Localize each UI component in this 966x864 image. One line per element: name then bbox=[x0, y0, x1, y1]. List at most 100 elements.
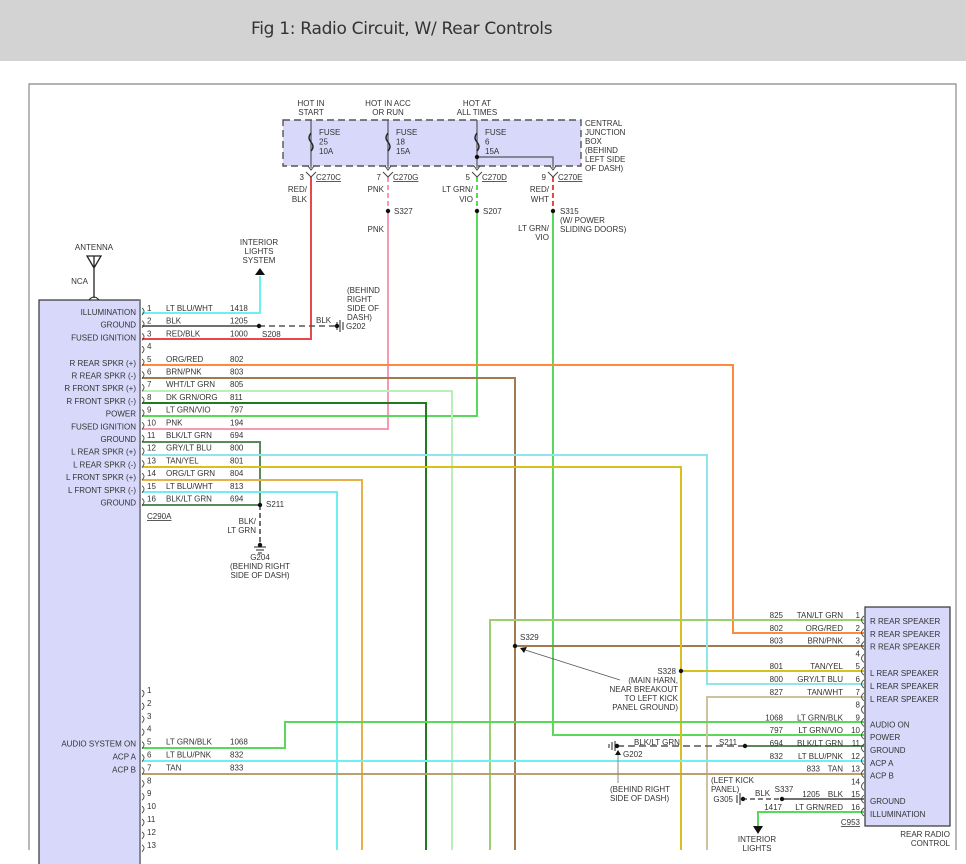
radio-pin-number: 12 bbox=[147, 444, 156, 453]
rear-pin-number: 15 bbox=[851, 790, 860, 799]
ground-note: DASH) bbox=[347, 313, 372, 322]
antenna-label: ANTENNA bbox=[75, 243, 114, 252]
wire-color-label: WHT bbox=[531, 195, 549, 204]
radio-pin-number: 11 bbox=[147, 815, 156, 824]
connector-pin-icon bbox=[382, 171, 394, 178]
rear-pin-number: 2 bbox=[856, 624, 861, 633]
rear-circuit-number: 797 bbox=[770, 726, 784, 735]
radio-pin-function: ACP B bbox=[112, 765, 136, 774]
radio-pin-number: 11 bbox=[147, 431, 156, 440]
splice-label: S329 bbox=[520, 633, 539, 642]
pin-contact-icon bbox=[141, 805, 145, 814]
fuse-label: 6 bbox=[485, 138, 490, 147]
rear-wire-color: LT GRN/VIO bbox=[798, 726, 843, 735]
wire-color-label: RED/ bbox=[530, 185, 550, 194]
fuse-label: 25 bbox=[319, 138, 328, 147]
radio-pin-number: 5 bbox=[147, 355, 152, 364]
ground-icon bbox=[608, 741, 616, 751]
pin-contact-icon bbox=[141, 754, 145, 762]
wire-brn-pnk-803 bbox=[142, 377, 516, 850]
rear-pin-number: 9 bbox=[856, 713, 861, 722]
pin-contact-icon bbox=[861, 654, 865, 663]
connector-pin-icon bbox=[547, 171, 559, 178]
pin-contact-icon bbox=[861, 666, 865, 676]
fuse-supply-label: ALL TIMES bbox=[457, 108, 497, 117]
splice-note: (MAIN HARN, bbox=[628, 676, 678, 685]
radio-wire-color: ORG/RED bbox=[166, 355, 204, 364]
rear-pin-number: 16 bbox=[851, 803, 860, 812]
radio-wire-color: RED/BLK bbox=[166, 329, 201, 338]
pin-contact-icon bbox=[141, 472, 145, 481]
fuse-label: 15A bbox=[396, 147, 411, 156]
radio-pin-function: GROUND bbox=[100, 321, 136, 330]
pin-contact-icon bbox=[861, 615, 865, 625]
interior-lights-label: INTERIOR bbox=[240, 238, 278, 247]
radio-pin-number: 12 bbox=[147, 828, 156, 837]
radio-wire-color: TAN bbox=[166, 763, 182, 772]
radio-circuit-number: 832 bbox=[230, 751, 244, 760]
rear-control-name: REAR RADIO bbox=[900, 830, 950, 839]
antenna-icon bbox=[85, 255, 103, 298]
pin-contact-icon bbox=[141, 396, 145, 405]
pin-contact-icon bbox=[141, 307, 145, 316]
fuse-label: FUSE bbox=[396, 128, 417, 137]
rear-wire-color: TAN/YEL bbox=[810, 662, 843, 671]
rear-pin-number: 11 bbox=[852, 739, 861, 748]
fuse-label: FUSE bbox=[319, 128, 340, 137]
rear-wire-color: LT GRN/BLK bbox=[797, 713, 844, 722]
splice-s315 bbox=[550, 208, 556, 214]
rear-pin-function: L REAR SPEAKER bbox=[870, 669, 939, 678]
splice-label: S327 bbox=[394, 207, 413, 216]
rear-pin-number: 4 bbox=[856, 649, 861, 658]
wire-color-label: PNK bbox=[368, 185, 385, 194]
rear-pin-number: 7 bbox=[856, 688, 861, 697]
radio-circuit-number: 813 bbox=[230, 482, 244, 491]
junction-box-label: JUNCTION bbox=[585, 128, 626, 137]
ground-id: G204 bbox=[250, 553, 270, 562]
rear-control-name: CONTROL bbox=[911, 839, 951, 848]
radio-pin-function: ILLUMINATION bbox=[81, 308, 137, 317]
ground-dot bbox=[614, 743, 620, 749]
radio-pin-number: 4 bbox=[147, 342, 152, 351]
pin-contact-icon bbox=[861, 641, 865, 650]
rear-wire-color: BLK bbox=[828, 790, 844, 799]
pin-contact-icon bbox=[141, 345, 145, 354]
pin-contact-icon bbox=[141, 460, 145, 468]
wire-wht-ltgrn-805 bbox=[142, 390, 453, 850]
rear-circuit-number: 803 bbox=[770, 637, 784, 646]
radio-pin-number: 4 bbox=[147, 725, 152, 734]
radio-wire-color: GRY/LT BLU bbox=[166, 444, 212, 453]
radio-wire-color: DK GRN/ORG bbox=[166, 393, 218, 402]
rear-pin-number: 13 bbox=[851, 765, 860, 774]
splice-label: S207 bbox=[483, 207, 502, 216]
splice-note: NEAR BREAKOUT bbox=[610, 685, 679, 694]
rear-circuit-number: 833 bbox=[807, 765, 821, 774]
junction-dot bbox=[474, 154, 480, 160]
radio-pin-number: 16 bbox=[147, 495, 156, 504]
pin-contact-icon bbox=[141, 689, 145, 698]
splice-label: S337 bbox=[775, 785, 794, 794]
pin-contact-icon bbox=[141, 498, 145, 506]
radio-pin-number: 10 bbox=[147, 418, 156, 427]
interior-lights-arrow-icon bbox=[753, 826, 763, 834]
radio-circuit-number: 694 bbox=[230, 495, 244, 504]
radio-connector-id: C290A bbox=[147, 512, 172, 521]
junction-box-label: BOX bbox=[585, 137, 603, 146]
splice-label: (W/ POWER bbox=[560, 216, 605, 225]
rear-wire-color: GRY/LT BLU bbox=[797, 675, 843, 684]
rear-pin-function: R REAR SPEAKER bbox=[870, 617, 940, 626]
radio-pin-function: FUSED IGNITION bbox=[71, 422, 136, 431]
radio-pin-number: 2 bbox=[147, 699, 152, 708]
radio-circuit-number: 194 bbox=[230, 418, 244, 427]
radio-pin-number: 8 bbox=[147, 393, 152, 402]
radio-pin-number: 6 bbox=[147, 368, 152, 377]
ground-dot bbox=[257, 542, 263, 548]
connector-id: C270D bbox=[482, 173, 507, 182]
radio-pin-function: AUDIO SYSTEM ON bbox=[61, 740, 136, 749]
radio-wire-color: LT GRN/BLK bbox=[166, 738, 213, 747]
radio-pin-number: 9 bbox=[147, 789, 152, 798]
rear-pin-number: 5 bbox=[856, 662, 861, 671]
pin-contact-icon bbox=[861, 705, 865, 714]
rear-circuit-number: 801 bbox=[770, 662, 784, 671]
